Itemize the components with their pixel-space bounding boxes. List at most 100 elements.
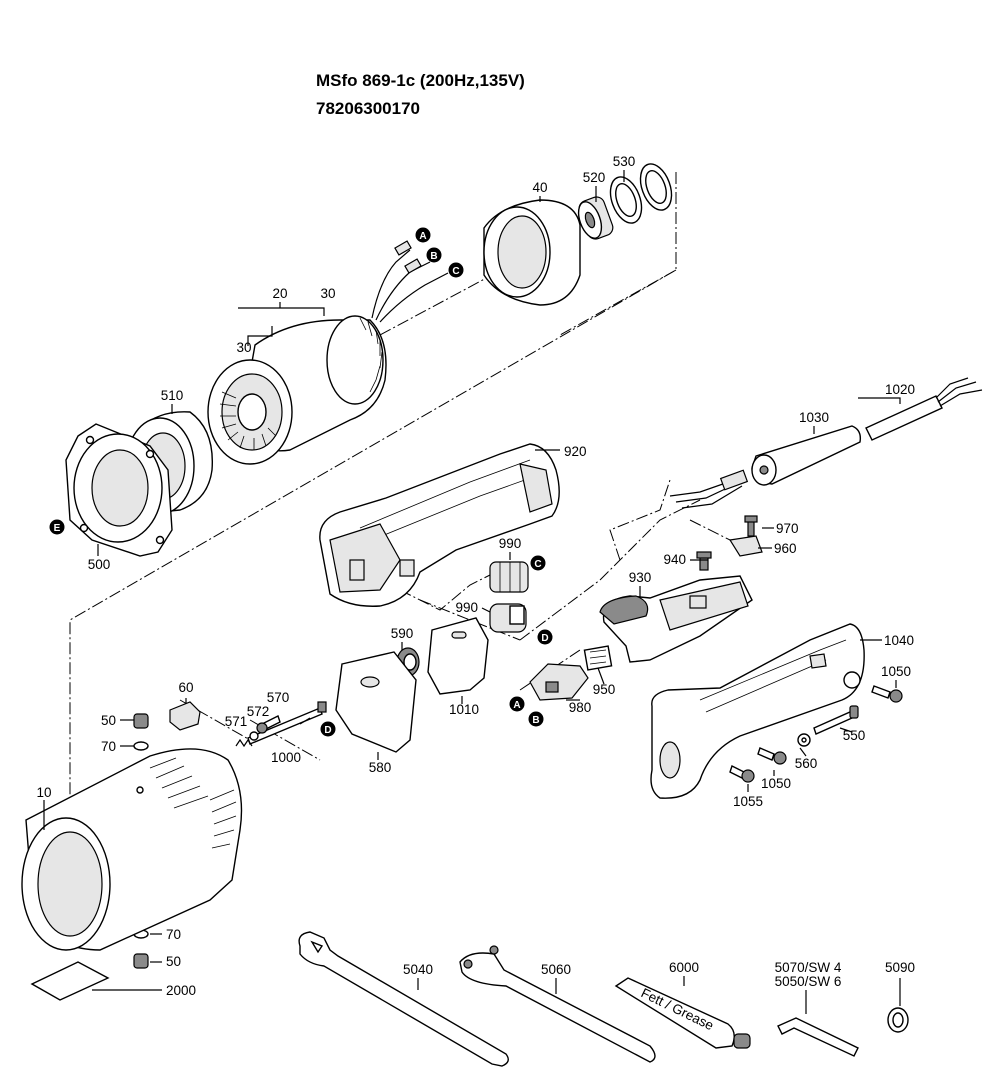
part-2000-label <box>30 961 110 1001</box>
label-920: 920 <box>564 444 587 459</box>
label-50-bottom: 50 <box>166 954 181 969</box>
part-572-washer <box>249 731 259 741</box>
marker-c-top: C <box>448 262 464 278</box>
tube-label-text: Fett / Grease <box>639 985 716 1033</box>
marker-a-bottom: A <box>509 696 525 712</box>
label-990-upper: 990 <box>499 536 522 551</box>
label-1050-upper: 1050 <box>881 664 911 679</box>
label-60: 60 <box>178 680 193 695</box>
article-number: 78206300170 <box>316 99 421 118</box>
marker-d-mid: D <box>537 629 553 645</box>
svg-text:A: A <box>419 231 426 242</box>
marker-b-top: B <box>426 247 442 263</box>
part-10-motor-housing <box>21 748 243 951</box>
label-970: 970 <box>776 521 799 536</box>
svg-text:C: C <box>534 559 541 570</box>
part-550-screw <box>813 705 859 735</box>
part-50-screw-top <box>133 713 149 729</box>
part-40-sleeve <box>483 199 581 306</box>
label-580: 580 <box>369 760 392 775</box>
svg-text:C: C <box>452 266 459 277</box>
part-571-spring <box>235 738 253 748</box>
label-5040: 5040 <box>403 962 433 977</box>
marker-b-bottom: B <box>528 711 544 727</box>
part-990-upper <box>489 561 529 593</box>
marker-a-top: A <box>415 227 431 243</box>
part-950-capacitor <box>583 645 613 671</box>
label-5070: 5070/SW 4 <box>775 960 842 975</box>
part-1050-screw-lower <box>757 747 787 765</box>
label-5060: 5060 <box>541 962 571 977</box>
svg-text:A: A <box>513 700 520 711</box>
leader-lines <box>43 170 901 1014</box>
assembly-axes <box>69 172 760 880</box>
label-1000: 1000 <box>271 750 301 765</box>
label-570: 570 <box>267 690 290 705</box>
label-1030: 1030 <box>799 410 829 425</box>
marker-d-left: D <box>320 721 336 737</box>
part-500-flange <box>65 423 173 557</box>
label-1010: 1010 <box>449 702 479 717</box>
label-5050: 5050/SW 6 <box>775 974 842 989</box>
label-950: 950 <box>593 682 616 697</box>
label-1055: 1055 <box>733 794 763 809</box>
label-550: 550 <box>843 728 866 743</box>
label-40: 40 <box>532 180 547 195</box>
part-5070-hex-key <box>777 1017 859 1057</box>
label-571: 571 <box>225 714 248 729</box>
svg-text:E: E <box>54 523 61 534</box>
part-5090-washer <box>887 1007 909 1033</box>
part-60-block <box>169 701 201 731</box>
label-500: 500 <box>88 557 111 572</box>
model-title: MSfo 869-1c (200Hz,135V) <box>316 71 525 90</box>
part-6000-grease-tube: Fett / Grease <box>614 977 751 1049</box>
label-520: 520 <box>583 170 606 185</box>
svg-text:D: D <box>324 725 331 736</box>
marker-c-mid: C <box>530 555 546 571</box>
part-1020-cable <box>865 377 983 441</box>
label-50-top: 50 <box>101 713 116 728</box>
label-1020: 1020 <box>885 382 915 397</box>
part-980-terminal <box>529 663 589 701</box>
part-560-washer <box>797 733 811 747</box>
label-5090: 5090 <box>885 960 915 975</box>
part-number-labels: 40 520 530 20 30 30 510 500 920 1020 103… <box>36 154 915 998</box>
part-5060-pin-wrench <box>459 945 656 1063</box>
part-1055-screw <box>729 765 755 783</box>
label-2000: 2000 <box>166 983 196 998</box>
part-520-bearing <box>577 196 614 240</box>
part-1030-cable-sleeve <box>751 425 862 486</box>
part-50-screw-bottom <box>133 953 149 969</box>
stator-wires <box>371 240 449 323</box>
part-1050-screw-upper <box>871 685 903 703</box>
marker-e: E <box>49 519 65 535</box>
part-1010-plate <box>427 617 489 695</box>
part-920-housing-half <box>319 443 560 607</box>
label-70-top: 70 <box>101 739 116 754</box>
part-70-washer-top <box>133 741 149 751</box>
label-30-upper: 30 <box>320 286 335 301</box>
label-30-lower: 30 <box>236 340 251 355</box>
label-70-bottom: 70 <box>166 927 181 942</box>
part-5040-wrench <box>298 931 509 1067</box>
part-530-rings <box>609 163 673 224</box>
svg-text:D: D <box>541 633 548 644</box>
part-930-switch <box>599 575 753 663</box>
svg-text:B: B <box>532 715 539 726</box>
label-530: 530 <box>613 154 636 169</box>
label-10: 10 <box>36 785 51 800</box>
part-990-lower <box>489 603 527 633</box>
label-940: 940 <box>663 552 686 567</box>
label-510: 510 <box>161 388 184 403</box>
part-20-stator <box>207 315 387 465</box>
part-1040-housing-half <box>650 623 865 799</box>
part-960-clamp <box>729 535 763 557</box>
label-990-lower: 990 <box>455 600 478 615</box>
part-570-screw <box>256 715 281 734</box>
label-980: 980 <box>569 700 592 715</box>
part-580-cover-plate <box>335 651 417 753</box>
label-572: 572 <box>247 704 270 719</box>
label-590: 590 <box>391 626 414 641</box>
part-940-screw <box>696 551 712 571</box>
